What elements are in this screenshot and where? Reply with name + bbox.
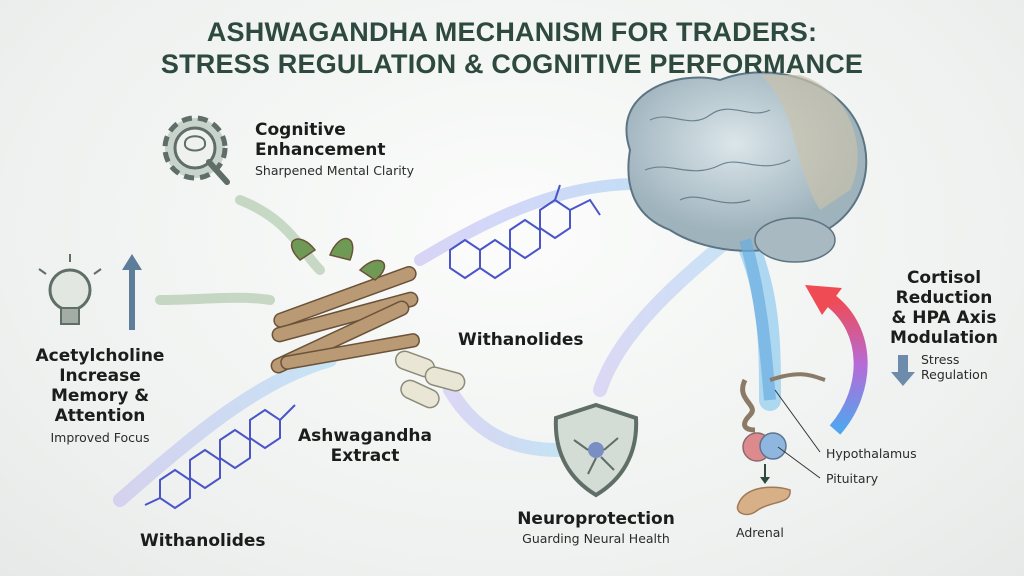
- withanolides-left-label: Withanolides: [140, 531, 266, 551]
- acetylcholine-line-4: Attention: [54, 406, 146, 426]
- shield-icon: [553, 402, 639, 498]
- neuro-title: Neuroprotection: [517, 509, 675, 529]
- gear-brain-icon: [162, 115, 230, 185]
- extract-line-1: Ashwagandha: [297, 426, 433, 446]
- acetylcholine-line-3: Memory &: [50, 386, 150, 406]
- cortisol-line-1: Cortisol: [906, 268, 982, 288]
- acetylcholine-line-2: Increase: [59, 366, 141, 386]
- stress-down-arrow-icon: [891, 355, 915, 386]
- adrenal-label: Adrenal: [736, 525, 784, 540]
- hypothalamus-label: Hypothalamus: [826, 446, 917, 461]
- cortisol-line-2: Reduction: [895, 288, 993, 308]
- brain-illustration: [625, 71, 868, 401]
- green-flow: [155, 195, 325, 305]
- increase-arrow-icon: [122, 254, 142, 330]
- title-line-2: STRESS REGULATION & COGNITIVE PERFORMANC…: [160, 49, 864, 79]
- withanolide-molecule-left: [144, 404, 296, 510]
- title-line-1: ASHWAGANDHA MECHANISM FOR TRADERS:: [206, 17, 818, 47]
- extract-line-2: Extract: [330, 446, 400, 466]
- ashwagandha-roots: [270, 237, 420, 374]
- capsules: [394, 350, 466, 409]
- cortisol-line-3: & HPA Axis: [891, 308, 997, 328]
- cortisol-label: Cortisol Reduction & HPA Axis Modulation: [874, 268, 1014, 348]
- hpa-axis-illustration: [736, 372, 826, 516]
- pituitary-label: Pituitary: [826, 471, 879, 486]
- acetylcholine-line-1: Acetylcholine: [35, 346, 165, 366]
- stress-sub-1: Stress: [921, 352, 960, 367]
- acetylcholine-sub: Improved Focus: [50, 430, 150, 445]
- cognitive-line-2: Enhancement: [255, 140, 386, 160]
- stress-regulation-label: Stress Regulation: [921, 352, 988, 382]
- lightbulb-icon: [38, 254, 102, 325]
- neuro-sub: Guarding Neural Health: [522, 531, 670, 546]
- cognitive-sub: Sharpened Mental Clarity: [255, 163, 414, 178]
- withanolides-center-label: Withanolides: [458, 330, 584, 350]
- neuroprotection-label: Neuroprotection Guarding Neural Health: [496, 509, 696, 546]
- cortisol-line-4: Modulation: [890, 328, 998, 348]
- cortisol-feedback-arrow: [805, 285, 868, 435]
- extract-label: Ashwagandha Extract: [295, 426, 435, 466]
- acetylcholine-label: Acetylcholine Increase Memory & Attentio…: [0, 346, 200, 445]
- cognitive-enhancement-label: Cognitive Enhancement Sharpened Mental C…: [255, 120, 414, 178]
- withanolide-molecule-center: [449, 184, 601, 280]
- stress-sub-2: Regulation: [921, 367, 988, 382]
- cognitive-line-1: Cognitive: [255, 120, 346, 140]
